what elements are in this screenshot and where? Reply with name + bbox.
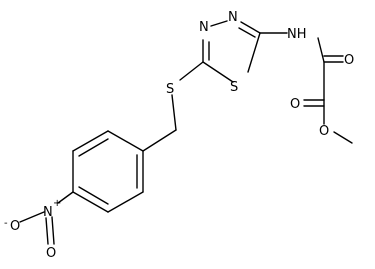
benzene-ring	[72, 130, 144, 213]
bond-benz-inner-1	[78, 138, 109, 157]
atom-labels: N N S S NH O O O N + O - O	[4, 10, 354, 261]
bond-nh-c	[317, 37, 325, 63]
bond-benz-inner-2	[78, 186, 109, 205]
atom-n-nitro-charge: +	[53, 198, 61, 209]
bond-nitro-o1	[19, 211, 45, 223]
bond-c2-s1	[247, 32, 261, 73]
atom-o-ester-carbonyl: O	[290, 97, 300, 112]
atom-o-ester: O	[319, 124, 329, 139]
bond-ring-nitro	[57, 191, 74, 204]
atom-nh: NH	[287, 27, 307, 42]
atom-o-ketone: O	[344, 53, 354, 68]
oxamate-chain	[259, 32, 353, 144]
bond-c5-s	[179, 61, 204, 81]
bond-o-methyl	[333, 131, 353, 144]
bond-n3-c2	[240, 21, 261, 34]
atom-o-nitro-charge: -	[4, 218, 8, 229]
thioether-link	[142, 61, 204, 152]
bond-nitro-o2-double	[45, 217, 49, 245]
atom-s-ring: S	[230, 80, 238, 95]
atom-n-ring-2: N	[228, 10, 238, 25]
atom-n-ring-1: N	[199, 20, 209, 35]
bond-benz-1	[107, 130, 144, 152]
bond-ch2-ring	[142, 129, 177, 152]
bond-benz-4	[72, 191, 109, 213]
bond-benz-2	[72, 130, 109, 152]
atom-o-nitro-double: O	[46, 246, 56, 261]
bond-benz-5	[107, 191, 144, 213]
atom-s-thioether: S	[166, 82, 174, 97]
bond-s1-c5	[202, 61, 234, 83]
bond-nitro-o2	[51, 216, 55, 245]
bond-n4-n3	[210, 20, 228, 27]
bond-s-ch2	[171, 94, 177, 131]
nitro-group	[19, 191, 74, 245]
atom-o-nitro: O	[10, 219, 20, 234]
bond-n3-c2-double	[238, 27, 256, 38]
atom-n-nitro: N	[43, 205, 53, 220]
thiadiazole-ring	[202, 20, 261, 83]
